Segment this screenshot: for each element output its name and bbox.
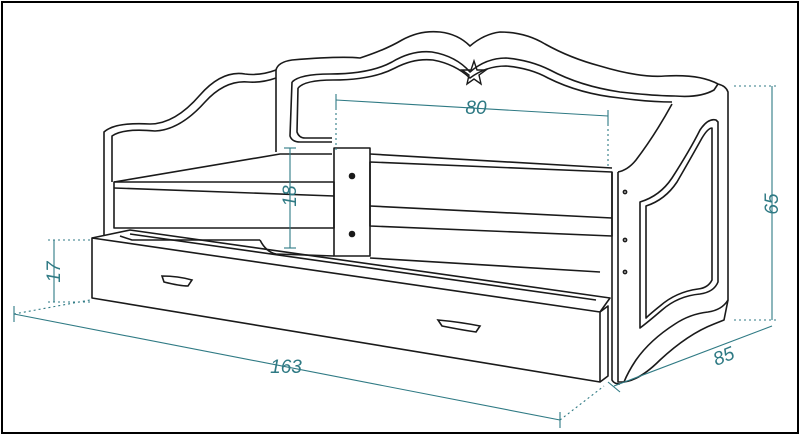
front-rail-right-inner — [369, 205, 613, 219]
mattress-back — [369, 153, 613, 169]
dim-width-line — [335, 99, 609, 117]
mattress-top — [113, 153, 332, 183]
star-icon — [459, 58, 489, 86]
back-panel-inner-wave-2 — [297, 58, 673, 103]
post-screw-bottom — [348, 230, 356, 238]
dim-mattress-label: 18 — [280, 185, 301, 207]
drawer-side — [599, 305, 609, 383]
back-panel-inner-top — [291, 50, 676, 97]
dim-drawer-label: 17 — [44, 260, 65, 283]
right-side-panel — [617, 83, 729, 383]
dim-depth-line — [613, 325, 773, 387]
drawer-handle-icon — [160, 275, 482, 333]
dim-height-label: 65 — [762, 193, 783, 215]
back-panel — [275, 30, 719, 85]
dim-length-label: 163 — [270, 357, 302, 378]
dim-width-label: 80 — [465, 98, 487, 119]
drawer-front — [91, 237, 601, 383]
floor-line-left — [119, 235, 260, 241]
dim-length-line — [13, 313, 561, 421]
front-rail-left-top — [113, 187, 335, 197]
left-side-panel-inner — [111, 77, 277, 182]
dim-depth-label: 85 — [710, 343, 738, 371]
dimension-lines — [13, 85, 778, 428]
front-rail-right — [369, 161, 613, 237]
back-panel-inner-2 — [296, 87, 332, 139]
floor-line-right — [369, 257, 601, 273]
left-side-panel — [103, 69, 277, 236]
right-screw-3 — [622, 269, 628, 275]
right-side-front-curve — [674, 83, 719, 98]
right-screw-2 — [622, 237, 628, 243]
right-screw-1 — [622, 189, 628, 195]
right-panel-inset-inner — [645, 127, 713, 319]
drawer-inner-line — [129, 233, 597, 301]
post-screw-top — [348, 172, 356, 180]
guard-post — [333, 147, 371, 257]
drawer-top-back — [91, 229, 611, 313]
right-panel-inset — [639, 118, 719, 329]
back-panel-inner — [289, 81, 332, 143]
bed-outline — [91, 30, 729, 385]
right-side-front — [617, 103, 673, 173]
